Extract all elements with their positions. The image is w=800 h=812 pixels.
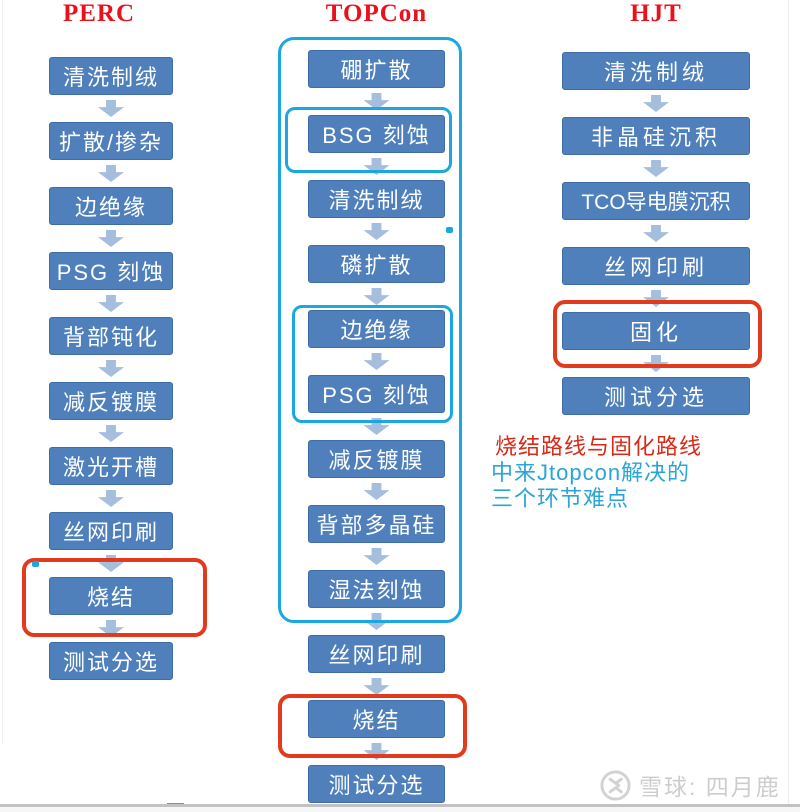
flow-step-hjt-cleaning-texturing: 清洗制绒 [562, 52, 750, 90]
flow-step-hjt-amorphous-si-deposition: 非晶硅沉积 [562, 117, 750, 155]
column-title-hjt: HJT [630, 0, 682, 27]
down-arrow-icon [98, 165, 124, 182]
flow-step-perc-laser-grooving: 激光开槽 [49, 447, 173, 485]
flow-step-perc-cleaning-texturing: 清洗制绒 [49, 57, 173, 95]
highlight-box-cyan-topcon-bsg-etch [285, 107, 452, 173]
flow-step-perc-diffusion-doping: 扩散/掺杂 [49, 122, 173, 160]
flow-step-perc-rear-passivation: 背部钝化 [49, 317, 173, 355]
cyan-marker-dot [32, 561, 39, 567]
highlight-box-red-perc-sintering [22, 558, 207, 637]
hjt-flow-column: 清洗制绒 非晶硅沉积 TCO导电膜沉积 丝网印刷 固化 测试分选 [562, 52, 750, 415]
highlight-box-red-topcon-sintering [278, 694, 467, 758]
flow-step-topcon-rear-polysilicon: 背部多晶硅 [308, 505, 445, 543]
flow-step-topcon-phosphorus-diffusion: 磷扩散 [308, 245, 445, 283]
watermark: 雪球: 四月鹿 [599, 768, 781, 802]
flow-step-topcon-test-sorting: 测试分选 [308, 765, 445, 803]
down-arrow-icon [643, 160, 669, 177]
flow-step-perc-edge-isolation: 边绝缘 [49, 187, 173, 225]
flow-step-topcon-edge-isolation: 边绝缘 [308, 310, 445, 348]
flow-step-perc-ar-coating: 减反镀膜 [49, 382, 173, 420]
down-arrow-icon [98, 100, 124, 117]
flow-step-topcon-wet-etch: 湿法刻蚀 [308, 570, 445, 608]
topcon-flow-column: 硼扩散 BSG 刻蚀 清洗制绒 磷扩散 边绝缘 PSG 刻蚀 减反镀膜 背部多晶… [308, 50, 445, 803]
flow-step-hjt-screen-printing: 丝网印刷 [562, 247, 750, 285]
highlight-box-cyan-topcon-process [278, 37, 462, 623]
down-arrow-icon [643, 95, 669, 112]
flow-step-perc-sintering: 烧结 [49, 577, 173, 615]
down-arrow-icon [643, 225, 669, 242]
down-arrow-icon [363, 678, 390, 695]
bottom-divider-line [0, 804, 800, 807]
flow-step-hjt-test-sorting: 测试分选 [562, 377, 750, 415]
flow-step-topcon-cleaning-texturing: 清洗制绒 [308, 180, 445, 218]
flow-step-topcon-boron-diffusion: 硼扩散 [308, 50, 445, 88]
flow-step-topcon-psg-etch: PSG 刻蚀 [308, 375, 445, 413]
flow-step-perc-psg-etch: PSG 刻蚀 [49, 252, 173, 290]
page-edge-line [788, 0, 789, 812]
bottom-strip [0, 807, 800, 812]
flow-step-topcon-bsg-etch: BSG 刻蚀 [308, 115, 445, 153]
down-arrow-icon [98, 360, 124, 377]
flow-step-topcon-ar-coating: 减反镀膜 [308, 440, 445, 478]
flow-step-perc-test-sorting: 测试分选 [49, 642, 173, 680]
flow-step-hjt-tco-film-deposition: TCO导电膜沉积 [562, 182, 750, 220]
annotation-line-2: 中来Jtopcon解决的 [491, 460, 691, 485]
down-arrow-icon [98, 295, 124, 312]
column-title-perc: PERC [62, 0, 136, 27]
xueqiu-logo-icon [600, 769, 631, 801]
highlight-box-cyan-topcon-edge-psg [292, 305, 453, 423]
column-title-topcon: TOPCon [325, 0, 428, 27]
cyan-marker-dot [446, 227, 453, 233]
page-edge-line [2, 0, 3, 745]
annotation-line-3: 三个环节难点 [491, 486, 630, 511]
flow-step-topcon-screen-printing: 丝网印刷 [308, 635, 445, 673]
flow-step-hjt-curing: 固化 [562, 312, 750, 350]
down-arrow-icon [98, 490, 124, 507]
down-arrow-icon [98, 425, 124, 442]
down-arrow-icon [98, 230, 124, 247]
perc-flow-column: 清洗制绒 扩散/掺杂 边绝缘 PSG 刻蚀 背部钝化 减反镀膜 激光开槽 丝网印… [49, 57, 173, 680]
flow-step-perc-screen-printing: 丝网印刷 [49, 512, 173, 550]
flow-step-topcon-sintering: 烧结 [308, 700, 445, 738]
highlight-box-red-hjt-curing [553, 300, 762, 368]
annotation-line-1: 烧结路线与固化路线 [495, 434, 703, 459]
watermark-text: 雪球: 四月鹿 [639, 774, 781, 800]
annotation-text-block: 烧结路线与固化路线 中来Jtopcon解决的 三个环节难点 [491, 434, 751, 512]
